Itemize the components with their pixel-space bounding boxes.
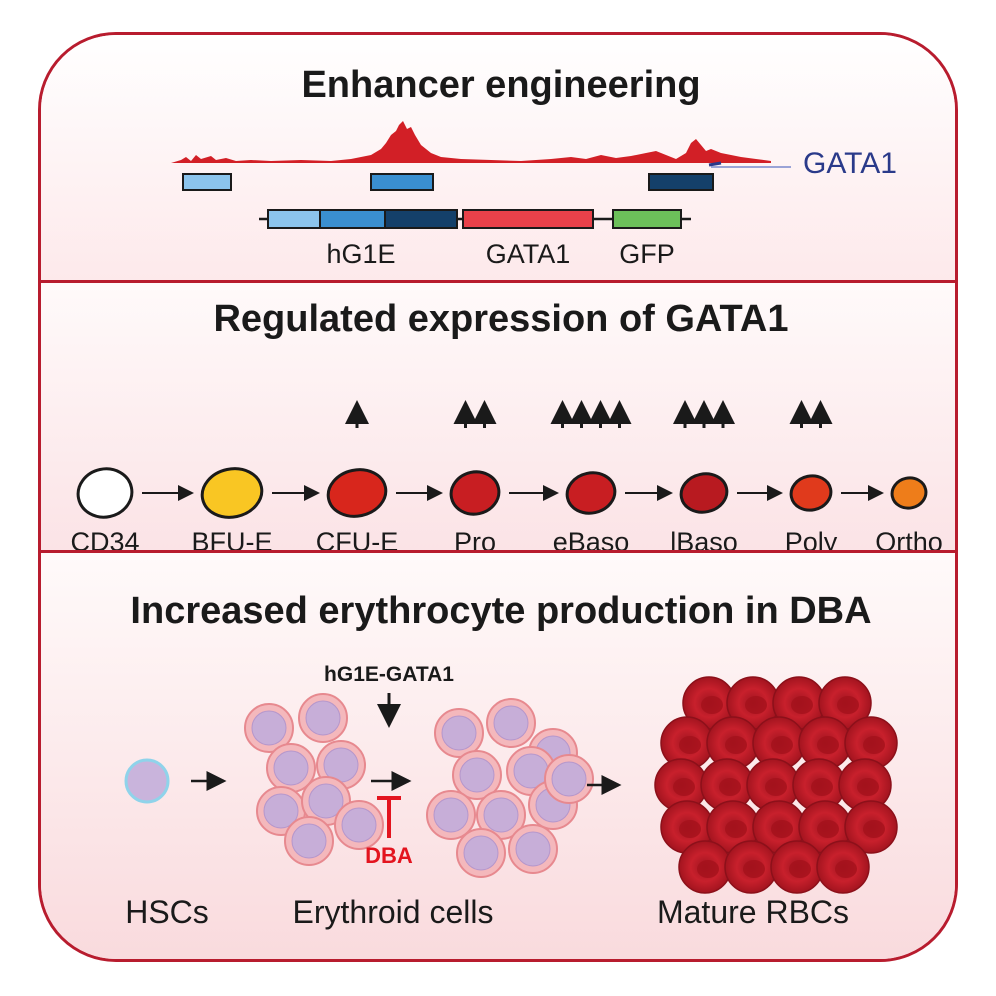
enhancer-diagram: Enhancer engineering GATA1 hG1E GATA1 GF… <box>171 64 897 269</box>
rbc-dimple-5 <box>679 736 701 754</box>
mature-rbc-pile <box>654 676 898 894</box>
erythroid1-cell-nucleus-2 <box>305 700 341 736</box>
hsc-cell <box>124 758 170 804</box>
stage-cell-5 <box>565 471 617 515</box>
rbc-dimple-4 <box>837 696 859 714</box>
rbc-dimple-20 <box>697 860 719 878</box>
rbc-dimple-16 <box>725 820 747 838</box>
stage-cell-6 <box>679 472 729 514</box>
rbc-dimple-9 <box>863 736 885 754</box>
panel1-title: Enhancer engineering <box>301 64 700 106</box>
panel-erythrocyte-production: Increased erythrocyte production in DBA … <box>41 550 955 959</box>
erythroid1-cell-nucleus-5 <box>263 793 299 829</box>
rbc-dimple-1 <box>701 696 723 714</box>
construct-enhancer-3 <box>384 209 458 229</box>
rbc-dimple-22 <box>789 860 811 878</box>
rbc-dimple-19 <box>863 820 885 838</box>
rbc-dimple-12 <box>765 778 787 796</box>
erythroid2-cell-nucleus-7 <box>483 797 519 833</box>
rbc-dimple-11 <box>719 778 741 796</box>
stage-cell-2 <box>200 467 264 519</box>
construct-enhancer-1 <box>267 209 321 229</box>
erythroid2-cell-nucleus-2 <box>493 705 529 741</box>
rbc-dimple-21 <box>743 860 765 878</box>
rbc-dimple-8 <box>817 736 839 754</box>
erythroid2-cell-nucleus-4 <box>459 757 495 793</box>
gene-label: GATA1 <box>803 147 897 180</box>
panel3-title: Increased erythrocyte production in DBA <box>130 590 871 632</box>
construct-label-hg1e: hG1E <box>326 239 395 269</box>
label-hscs: HSCs <box>125 894 209 930</box>
erythroid2-cell-nucleus-9 <box>463 835 499 871</box>
enhancer-box-2 <box>370 173 434 191</box>
inhibitor-label: DBA <box>365 843 413 868</box>
label-mature-rbcs: Mature RBCs <box>657 894 849 930</box>
panel-enhancer-engineering: Enhancer engineering GATA1 hG1E GATA1 GF… <box>41 35 955 280</box>
erythroid1-cell-nucleus-8 <box>341 807 377 843</box>
erythroid2-cell-nucleus-1 <box>441 715 477 751</box>
rbc-dimple-7 <box>771 736 793 754</box>
rbc-dimple-15 <box>679 820 701 838</box>
production-diagram: Increased erythrocyte production in DBA … <box>124 590 898 930</box>
construct-gata1-box <box>462 209 594 229</box>
stage-cell-3 <box>326 468 388 518</box>
treatment-label: hG1E-GATA1 <box>324 663 454 686</box>
enhancer-box-1 <box>182 173 232 191</box>
signal-track <box>171 121 771 163</box>
gene-start-mark <box>708 161 722 167</box>
rbc-dimple-23 <box>835 860 857 878</box>
panel2-title: Regulated expression of GATA1 <box>213 298 788 340</box>
erythroid2-cell-nucleus-10 <box>515 831 551 867</box>
label-erythroid-cells: Erythroid cells <box>293 894 494 930</box>
stage-cell-8 <box>890 476 928 510</box>
construct-enhancer-2 <box>319 209 386 229</box>
enhancer-box-3 <box>648 173 714 191</box>
erythroid2-cell-nucleus-6 <box>433 797 469 833</box>
erythroid-cluster-2 <box>426 698 594 878</box>
construct-label-gata1: GATA1 <box>486 239 571 269</box>
rbc-dimple-2 <box>745 696 767 714</box>
rbc-dimple-18 <box>817 820 839 838</box>
stage-cell-7 <box>789 474 833 512</box>
rbc-dimple-10 <box>673 778 695 796</box>
construct-label-gfp: GFP <box>619 239 675 269</box>
erythroid1-cell-nucleus-6 <box>308 783 344 819</box>
rbc-dimple-17 <box>771 820 793 838</box>
figure-frame: Enhancer engineering GATA1 hG1E GATA1 GF… <box>38 32 958 962</box>
construct-gfp-box <box>612 209 682 229</box>
rbc-dimple-14 <box>857 778 879 796</box>
erythroid-cluster-1 <box>244 693 384 866</box>
erythroid1-cell-nucleus-1 <box>251 710 287 746</box>
stage-cell-4 <box>449 470 501 516</box>
erythroid1-cell-nucleus-7 <box>291 823 327 859</box>
rbc-dimple-3 <box>791 696 813 714</box>
rbc-dimple-13 <box>811 778 833 796</box>
erythroid1-cell-nucleus-3 <box>273 750 309 786</box>
rbc-dimple-6 <box>725 736 747 754</box>
stage-cell-1 <box>76 467 134 519</box>
erythroid2-cell-nucleus-11 <box>551 761 587 797</box>
